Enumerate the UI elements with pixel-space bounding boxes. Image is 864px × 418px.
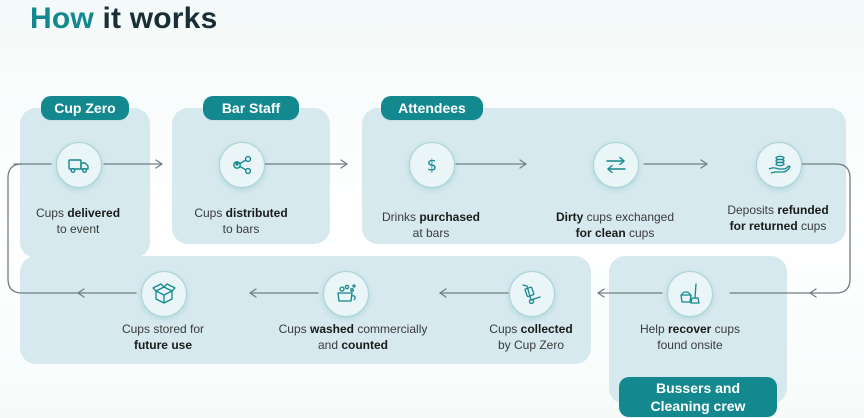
washed-line2-pre: and	[317, 338, 342, 352]
step-exchanged: Dirty cups exchanged for clean cups	[540, 209, 690, 241]
recover-post: cups	[711, 322, 741, 336]
exchange-icon	[593, 142, 639, 188]
step-stored: Cups stored for future use	[93, 321, 233, 353]
step-purchased: Drinks purchased at bars	[361, 209, 501, 241]
attendees-pill: Attendees	[381, 96, 483, 120]
exchanged-post: cups exchanged	[583, 210, 675, 224]
bussers-pill: Bussers and Cleaning crew	[619, 377, 777, 417]
share-icon	[219, 142, 265, 188]
svg-text:$: $	[427, 156, 437, 175]
delivered-bold: delivered	[67, 206, 121, 220]
step-distributed: Cups distributed to bars	[171, 205, 311, 237]
delivered-line2: to event	[56, 222, 100, 236]
recover-bold: recover	[667, 322, 712, 336]
washed-pre: Cups	[278, 322, 310, 336]
truck-icon	[56, 142, 102, 188]
distributed-pre: Cups	[194, 206, 226, 220]
washed-bold: washed	[310, 322, 355, 336]
box-icon	[141, 271, 187, 317]
stored-line2-bold: future use	[133, 338, 192, 352]
step-recover: Help recover cups found onsite	[620, 321, 760, 353]
cup-zero-pill: Cup Zero	[41, 96, 129, 120]
distributed-bold: distributed	[225, 206, 288, 220]
broom-bucket-icon	[667, 271, 713, 317]
recover-line2: found onsite	[657, 338, 723, 352]
collected-line2: by Cup Zero	[497, 338, 565, 352]
step-refunded: Deposits refunded for returned cups	[708, 202, 848, 234]
hand-truck-icon	[509, 271, 555, 317]
stored-pre: Cups stored for	[121, 322, 205, 336]
collected-pre: Cups	[489, 322, 521, 336]
title-rest: it works	[102, 2, 218, 35]
washed-post: commercially	[354, 322, 428, 336]
exchanged-line2-post: cups	[625, 226, 655, 240]
exchanged-line2-bold: for clean	[575, 226, 626, 240]
refunded-pre: Deposits	[727, 203, 778, 217]
delivered-pre: Cups	[35, 206, 68, 220]
exchanged-bold: Dirty	[555, 210, 584, 224]
step-delivered: Cups delivered to event	[8, 205, 148, 237]
title-accent: How	[30, 2, 94, 35]
purchased-bold: purchased	[419, 210, 481, 224]
collected-bold: collected	[520, 322, 573, 336]
bar-staff-pill: Bar Staff	[203, 96, 299, 120]
washed-line2-bold: counted	[341, 338, 389, 352]
bussers-line2: Cleaning crew	[650, 398, 746, 414]
dollar-icon: $	[409, 142, 455, 188]
step-collected: Cups collected by Cup Zero	[461, 321, 601, 353]
refunded-line2-bold: for returned	[729, 219, 798, 233]
recover-pre: Help	[639, 322, 668, 336]
hand-coins-icon	[756, 142, 802, 188]
refunded-bold: refunded	[777, 203, 829, 217]
refunded-line2-post: cups	[797, 219, 827, 233]
purchased-line2: at bars	[412, 226, 450, 240]
cup-zero-bottom-panel	[20, 256, 591, 364]
page-title: How it works	[30, 2, 217, 36]
distributed-line2: to bars	[222, 222, 260, 236]
bussers-line1: Bussers and	[655, 380, 741, 396]
step-washed: Cups washed commercially and counted	[268, 321, 438, 353]
purchased-pre: Drinks	[381, 210, 420, 224]
washing-icon	[323, 271, 369, 317]
